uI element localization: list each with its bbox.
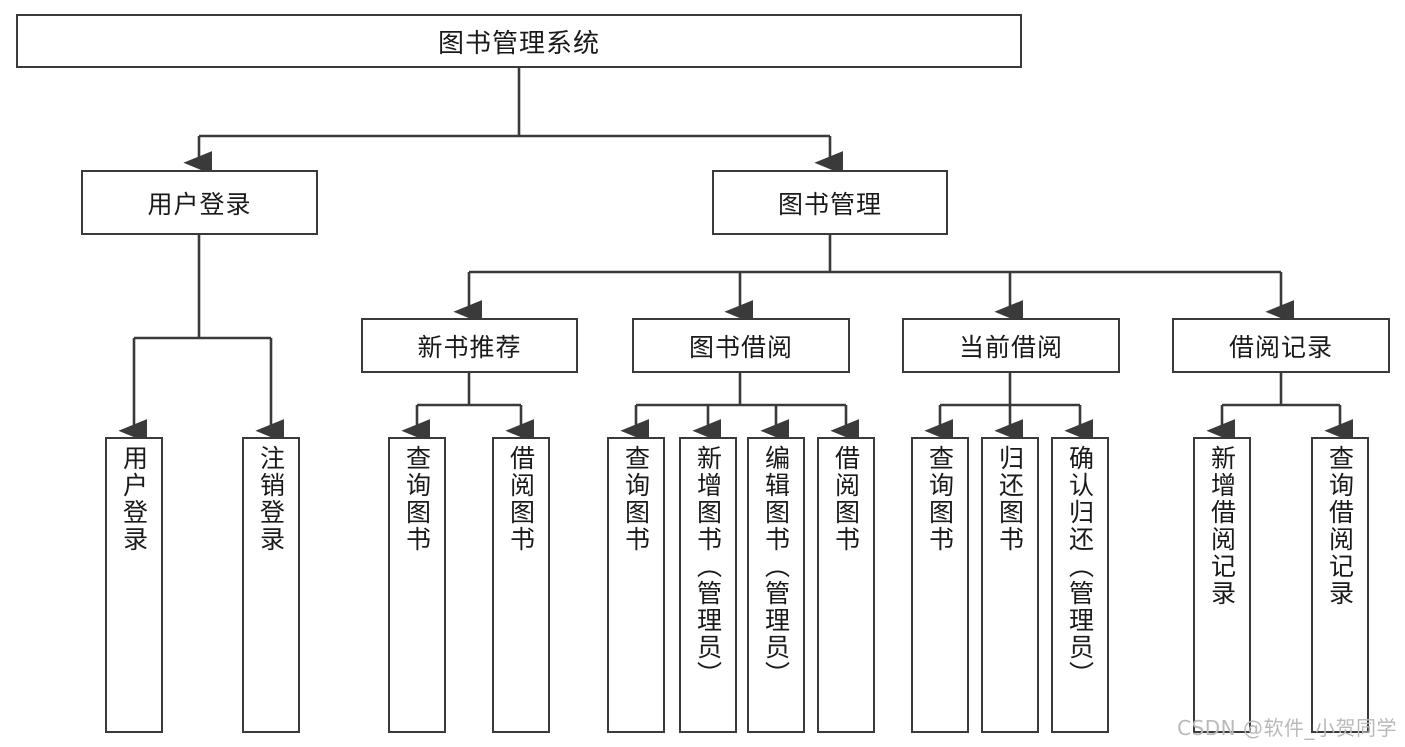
node-label: 新增图书（管理员） [693, 445, 723, 688]
node-label: 新书推荐 [417, 332, 522, 362]
node-borrow-record[interactable]: 借阅记录 [1172, 318, 1390, 373]
node-leaf-borrow-book-2[interactable]: 借阅图书 [817, 437, 875, 733]
node-label: 编辑图书（管理员） [761, 445, 791, 688]
node-leaf-add-record[interactable]: 新增借阅记录 [1193, 437, 1251, 733]
node-label: 确认归还（管理员） [1065, 445, 1095, 688]
node-label: 查询图书 [621, 445, 651, 553]
node-leaf-query-record[interactable]: 查询借阅记录 [1311, 437, 1369, 733]
node-leaf-return-book[interactable]: 归还图书 [981, 437, 1039, 733]
node-label: 查询借阅记录 [1325, 445, 1355, 607]
node-user-login[interactable]: 用户登录 [81, 170, 318, 235]
node-label: 图书借阅 [688, 332, 793, 362]
node-leaf-query-book-1[interactable]: 查询图书 [388, 437, 446, 733]
node-root-system[interactable]: 图书管理系统 [16, 14, 1022, 68]
node-book-borrow[interactable]: 图书借阅 [632, 318, 850, 373]
node-label: 图书管理系统 [437, 28, 600, 59]
node-leaf-query-book-3[interactable]: 查询图书 [911, 437, 969, 733]
node-leaf-logout[interactable]: 注销登录 [242, 437, 300, 733]
node-leaf-confirm-return[interactable]: 确认归还（管理员） [1051, 437, 1109, 733]
node-label: 当前借阅 [958, 332, 1063, 362]
node-leaf-borrow-book-1[interactable]: 借阅图书 [492, 437, 550, 733]
node-book-manage[interactable]: 图书管理 [712, 170, 948, 235]
node-label: 查询图书 [402, 445, 432, 553]
node-current-borrow[interactable]: 当前借阅 [902, 318, 1120, 373]
node-label: 借阅图书 [831, 445, 861, 553]
node-label: 用户登录 [147, 189, 252, 219]
node-label: 借阅记录 [1228, 332, 1333, 362]
node-label: 新增借阅记录 [1207, 445, 1237, 607]
node-leaf-add-book[interactable]: 新增图书（管理员） [679, 437, 737, 733]
node-label: 图书管理 [777, 189, 882, 219]
csdn-watermark: CSDN @软件_小贺同学 [1177, 716, 1397, 740]
node-label: 用户登录 [119, 445, 149, 553]
node-leaf-user-login[interactable]: 用户登录 [105, 437, 163, 733]
node-label: 查询图书 [925, 445, 955, 553]
node-leaf-edit-book[interactable]: 编辑图书（管理员） [747, 437, 805, 733]
node-new-book-rec[interactable]: 新书推荐 [361, 318, 578, 373]
node-label: 注销登录 [256, 445, 286, 553]
node-label: 归还图书 [995, 445, 1025, 553]
node-leaf-query-book-2[interactable]: 查询图书 [607, 437, 665, 733]
node-label: 借阅图书 [506, 445, 536, 553]
